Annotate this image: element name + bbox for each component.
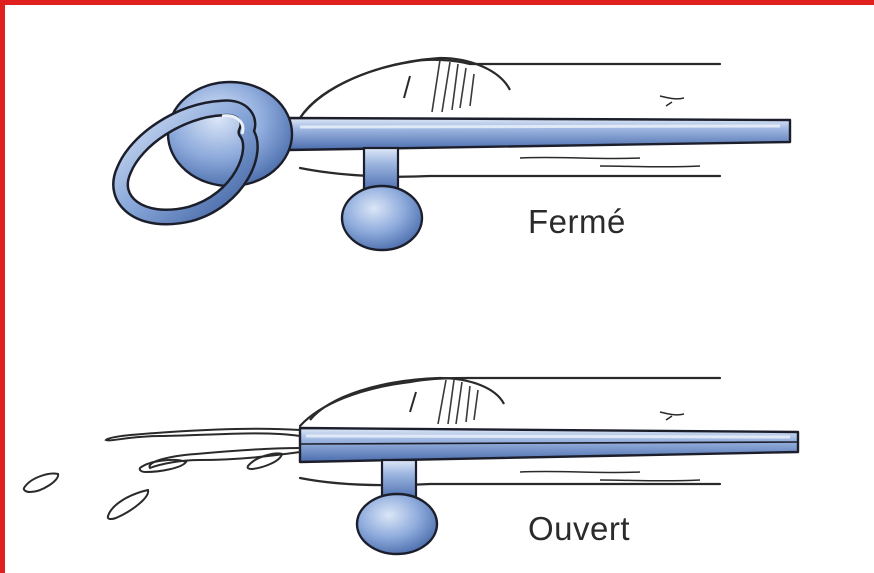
open-foreskin-hatch [438, 380, 478, 424]
urine-droplet-2 [108, 490, 148, 519]
closed-device-figure [121, 58, 790, 250]
open-state-label: Ouvert [528, 510, 630, 548]
closed-glans-shape [300, 58, 510, 118]
closed-state-label: Fermé [528, 203, 626, 241]
closed-head-ball [168, 82, 292, 186]
closed-rod [288, 118, 790, 150]
open-skin-line [410, 392, 416, 412]
urine-droplet-1 [24, 474, 58, 492]
closed-knob [342, 186, 422, 250]
open-rod [300, 428, 798, 462]
closed-foreskin-hatch [432, 60, 474, 112]
urine-stream [106, 429, 300, 468]
open-knob [357, 494, 437, 554]
closed-skin-line [404, 76, 410, 98]
open-device-figure [24, 378, 798, 554]
